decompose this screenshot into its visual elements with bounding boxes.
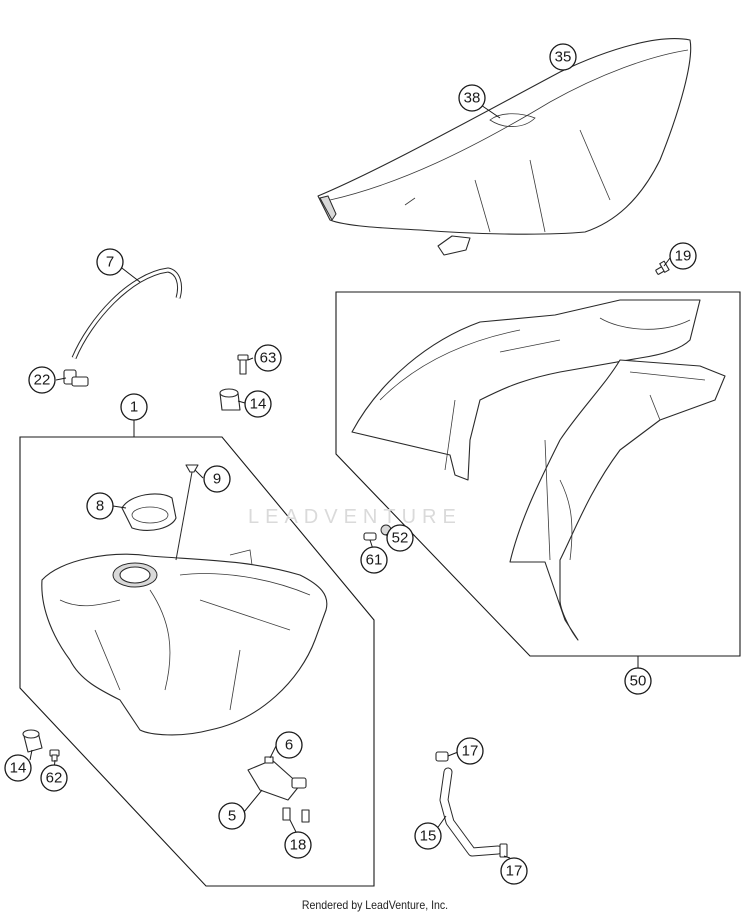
callout-8[interactable]: 8 (86, 492, 114, 520)
callout-1-label: 1 (130, 399, 138, 416)
callout-62-label: 62 (46, 770, 63, 787)
callout-19[interactable]: 19 (669, 242, 697, 270)
callout-61[interactable]: 61 (360, 546, 388, 574)
callout-35-label: 35 (555, 49, 572, 66)
callout-63[interactable]: 63 (254, 344, 282, 372)
callout-38-label: 38 (464, 90, 481, 107)
callout-14-top[interactable]: 14 (244, 390, 272, 418)
tank-assembly-frame (19, 436, 375, 887)
callout-9-label: 9 (213, 471, 221, 488)
fuel-tank-part[interactable] (41, 549, 328, 736)
watermark-text: LEADVENTURE (248, 506, 462, 528)
spoiler-assembly-frame (335, 291, 741, 657)
fuel-vent-hose-part[interactable] (71, 267, 183, 359)
callout-52-label: 52 (392, 530, 409, 547)
callout-5[interactable]: 5 (218, 802, 246, 830)
radiator-spoiler-right-part[interactable] (509, 359, 726, 641)
callout-14-bottom-label: 14 (10, 760, 27, 777)
callout-18[interactable]: 18 (284, 831, 312, 859)
hose-elbow-fitting-part[interactable] (63, 369, 89, 387)
fuel-cap-part[interactable] (121, 493, 177, 531)
callout-6[interactable]: 6 (275, 731, 303, 759)
callout-9[interactable]: 9 (203, 465, 231, 493)
hose-clamp-17-top-part[interactable] (435, 751, 449, 762)
callout-50-label: 50 (630, 673, 647, 690)
callout-14-top-label: 14 (250, 396, 267, 413)
screw-62-part[interactable] (49, 749, 60, 762)
fuel-line-part[interactable] (439, 767, 503, 857)
callout-62[interactable]: 62 (40, 764, 68, 792)
callout-22[interactable]: 22 (28, 366, 56, 394)
callout-5-label: 5 (228, 808, 236, 825)
callout-7-label: 7 (106, 254, 114, 271)
screws-18-part[interactable] (282, 807, 310, 823)
callout-7[interactable]: 7 (96, 248, 124, 276)
callout-63-label: 63 (260, 350, 277, 367)
rubber-spacer-14-bottom-part[interactable] (22, 729, 43, 753)
callout-14-bottom[interactable]: 14 (4, 754, 32, 782)
callout-38[interactable]: 38 (458, 84, 486, 112)
vent-valve-part[interactable] (175, 464, 199, 561)
callout-15[interactable]: 15 (414, 822, 442, 850)
callout-6-label: 6 (285, 737, 293, 754)
callout-1[interactable]: 1 (120, 393, 148, 421)
callout-52[interactable]: 52 (386, 524, 414, 552)
callout-61-label: 61 (366, 552, 383, 569)
radiator-spoiler-left-part[interactable] (351, 299, 701, 481)
callout-17-top[interactable]: 17 (456, 737, 484, 765)
rubber-spacer-14-top-part[interactable] (219, 388, 241, 411)
hose-clamp-17-bottom-part[interactable] (499, 843, 508, 858)
screw-19-part[interactable] (655, 260, 670, 275)
screw-63-part[interactable] (237, 354, 249, 375)
fuel-tap-part[interactable] (247, 756, 307, 801)
bolt-61-part[interactable] (363, 532, 377, 541)
callout-17-top-label: 17 (462, 743, 479, 760)
callout-8-label: 8 (96, 498, 104, 515)
callout-17-bottom-label: 17 (506, 863, 523, 880)
callout-18-label: 18 (290, 837, 307, 854)
callout-22-label: 22 (34, 372, 51, 389)
callout-17-bottom[interactable]: 17 (500, 857, 528, 885)
callout-35[interactable]: 35 (549, 43, 577, 71)
callout-50[interactable]: 50 (624, 667, 652, 695)
footer-credit: Rendered by LeadVenture, Inc. (301, 898, 449, 912)
callout-19-label: 19 (675, 248, 692, 265)
seat-part[interactable] (317, 38, 692, 256)
callout-15-label: 15 (420, 828, 437, 845)
